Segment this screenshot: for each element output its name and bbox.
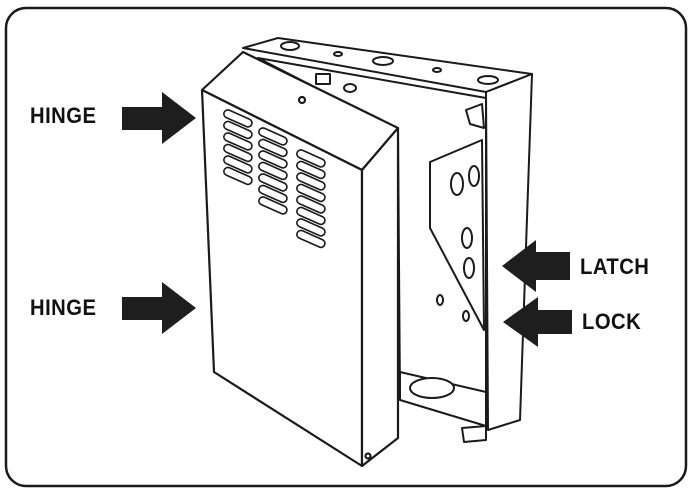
door-vent-slots bbox=[223, 109, 326, 249]
vent-slot bbox=[296, 206, 326, 226]
vent-slot bbox=[296, 183, 326, 203]
door-edge bbox=[360, 126, 400, 468]
vent-slot bbox=[258, 161, 288, 181]
arrow-lock bbox=[503, 297, 572, 347]
vent-slot bbox=[258, 127, 288, 146]
vent-slot bbox=[296, 229, 326, 249]
vent-slot bbox=[258, 173, 288, 192]
label-hinge-top: HINGE bbox=[30, 103, 97, 128]
vent-slot bbox=[258, 150, 288, 169]
arrow-hinge-bottom bbox=[122, 282, 196, 334]
vent-slot bbox=[296, 149, 326, 168]
label-latch: LATCH bbox=[580, 254, 650, 279]
label-lock: LOCK bbox=[582, 309, 642, 334]
vent-slot bbox=[223, 155, 253, 174]
vent-slot bbox=[223, 120, 253, 140]
vent-slot bbox=[258, 184, 288, 204]
vent-slot bbox=[223, 166, 253, 186]
arrow-latch bbox=[502, 240, 570, 292]
label-hinge-bottom: HINGE bbox=[30, 295, 97, 320]
vent-slot bbox=[296, 160, 326, 180]
vent-slot bbox=[258, 196, 288, 215]
cabinet-right-side bbox=[485, 73, 533, 431]
vent-slot bbox=[296, 218, 326, 237]
vent-slot bbox=[223, 109, 253, 128]
vent-slot bbox=[258, 138, 288, 158]
arrow-hinge-top bbox=[122, 92, 196, 144]
vent-slot bbox=[223, 143, 253, 163]
vent-slot bbox=[223, 132, 253, 151]
vent-slot bbox=[296, 195, 326, 214]
cabinet-body bbox=[242, 37, 533, 443]
vent-slot bbox=[296, 172, 326, 191]
